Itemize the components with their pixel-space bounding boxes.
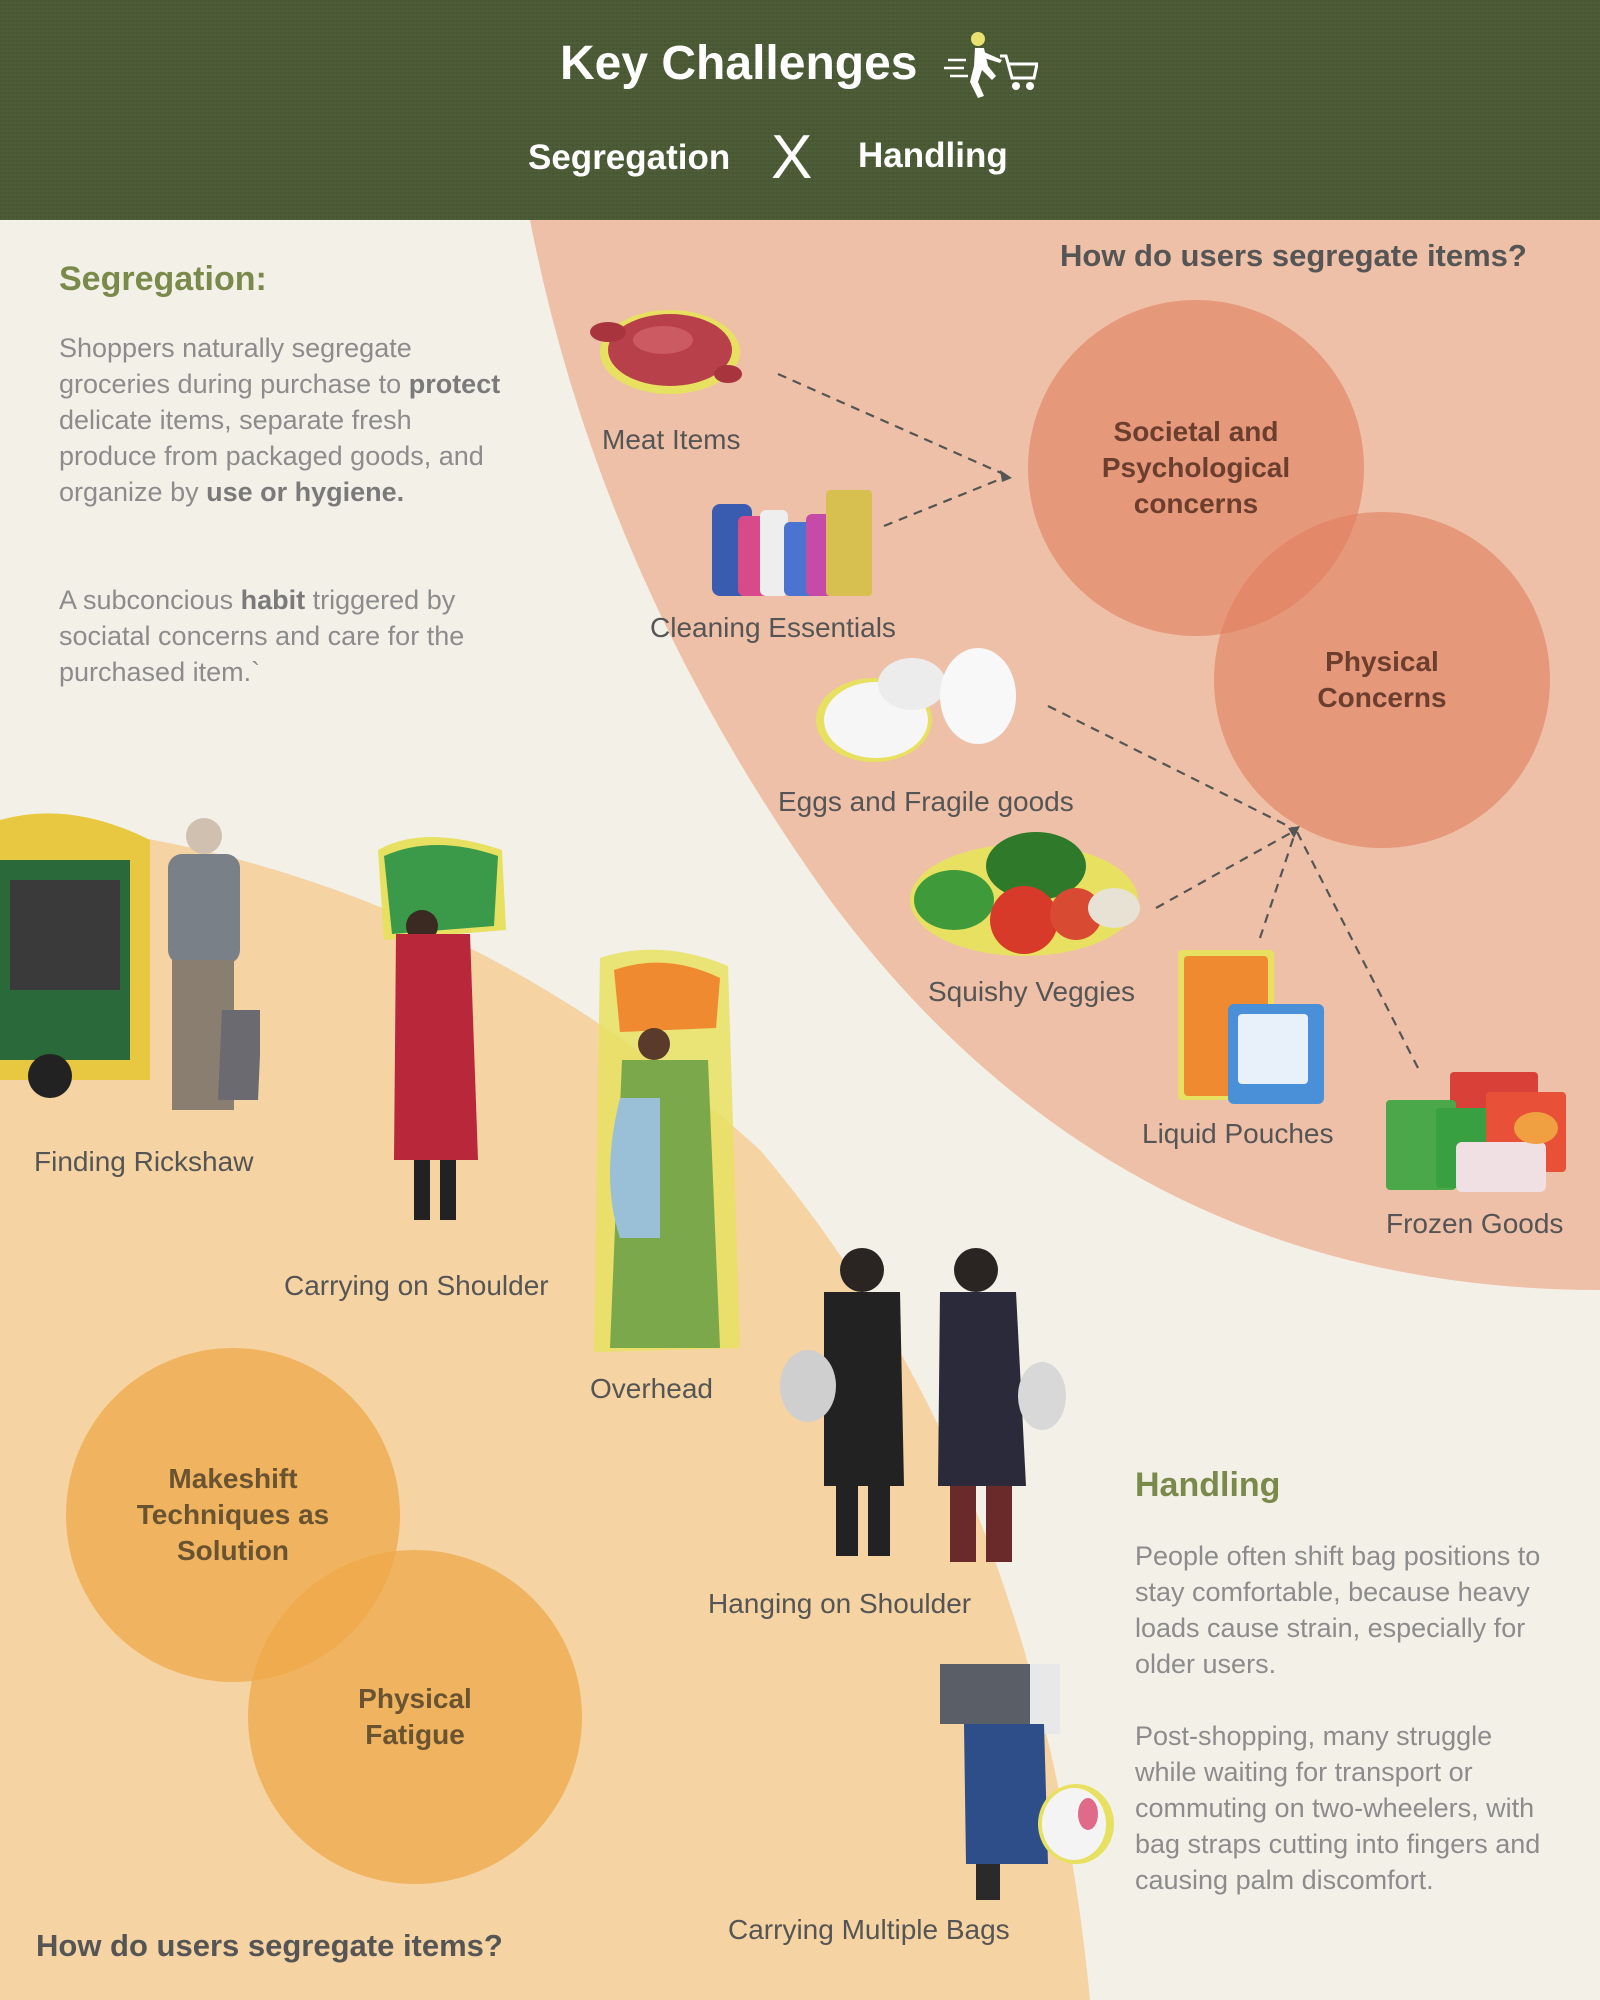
rickshaw-photo [0, 813, 260, 1110]
segregation-question: How do users segregate items? [1060, 238, 1527, 273]
label-carrying-on-shoulder: Carrying on Shoulder [284, 1270, 549, 1301]
frozen-goods-icon [1386, 1072, 1566, 1192]
label-overhead: Overhead [590, 1373, 713, 1404]
label-hanging-on-shoulder: Hanging on Shoulder [708, 1588, 972, 1619]
shopper-cart-icon [944, 32, 1038, 98]
circle-physical-concerns: Physical Concerns [1214, 512, 1550, 848]
eggs-icon [816, 648, 1016, 762]
subtitle-cross: X [771, 123, 813, 192]
handling-question: How do users segregate items? [36, 1928, 503, 1963]
segregation-paragraph-1: Shoppers naturally segregate groceries d… [59, 333, 501, 507]
handling-paragraph-1: People often shift bag positions to stay… [1135, 1541, 1541, 1679]
subtitle-handling: Handling [858, 136, 1008, 175]
meat-item-icon [590, 310, 742, 394]
segregation-paragraph-2: A subconcious habit triggered by sociata… [59, 585, 465, 687]
cleaning-essentials-icon [712, 490, 872, 596]
handling-heading: Handling [1135, 1466, 1281, 1504]
carrying-on-shoulder-photo [378, 837, 506, 1220]
carrying-multiple-bags-photo [940, 1664, 1114, 1900]
subtitle-segregation: Segregation [528, 138, 731, 177]
label-eggs-fragile: Eggs and Fragile goods [778, 786, 1074, 817]
label-meat-items: Meat Items [602, 424, 741, 455]
header-banner: Key Challenges Segregation X Handling [0, 0, 1600, 220]
handling-paragraph-2: Post-shopping, many struggle while waiti… [1135, 1721, 1541, 1895]
label-squishy-veggies: Squishy Veggies [928, 976, 1136, 1007]
label-carrying-multiple-bags: Carrying Multiple Bags [728, 1914, 1010, 1945]
label-frozen-goods: Frozen Goods [1386, 1208, 1564, 1239]
label-finding-rickshaw: Finding Rickshaw [34, 1146, 254, 1177]
overhead-photo [594, 949, 740, 1352]
page-title: Key Challenges [560, 37, 918, 90]
label-liquid-pouches: Liquid Pouches [1142, 1118, 1334, 1149]
circle-physical-fatigue: Physical Fatigue [248, 1550, 582, 1884]
squishy-veggies-icon [910, 832, 1140, 956]
segregation-heading: Segregation: [59, 260, 267, 298]
liquid-pouches-icon [1178, 950, 1324, 1104]
hanging-on-shoulder-photo [780, 1248, 1066, 1562]
label-cleaning-essentials: Cleaning Essentials [650, 612, 896, 643]
